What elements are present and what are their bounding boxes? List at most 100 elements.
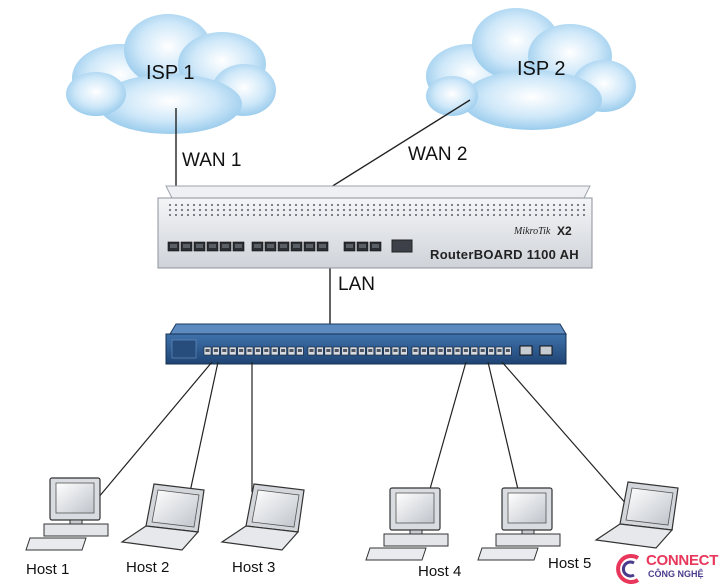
switch-port-pin xyxy=(205,349,210,352)
router-vent-hole xyxy=(408,203,412,207)
switch-port-pin xyxy=(264,349,269,352)
host2-label: Host 2 xyxy=(126,559,170,576)
router-vent-hole xyxy=(510,213,514,217)
router-vent-hole xyxy=(342,208,346,212)
router-vent-hole xyxy=(546,203,550,207)
router-vent-hole xyxy=(258,208,262,212)
router-vent-hole xyxy=(576,213,580,217)
router-port-pin xyxy=(293,244,300,248)
switch-port-pin xyxy=(430,349,435,352)
router-vent-hole xyxy=(498,203,502,207)
router-vent-hole xyxy=(438,213,442,217)
logo-text: CONNECT xyxy=(646,552,719,569)
router-vent-hole xyxy=(372,213,376,217)
router-vent-hole xyxy=(192,213,196,217)
router-vent-hole xyxy=(216,203,220,207)
switch-port-pin xyxy=(230,349,235,352)
switch-port-pin xyxy=(317,349,322,352)
switch-status-leds xyxy=(171,339,197,359)
router-vent-hole xyxy=(492,213,496,217)
router-vent-hole xyxy=(306,213,310,217)
router-vent-hole xyxy=(288,213,292,217)
router-port-pin xyxy=(306,244,313,248)
router-vent-hole xyxy=(294,203,298,207)
router-vent-hole xyxy=(432,208,436,212)
router-vent-hole xyxy=(414,208,418,212)
switch-port-pin xyxy=(343,349,348,352)
router-vent-hole xyxy=(234,203,238,207)
router-vent-hole xyxy=(372,203,376,207)
router-vent-hole xyxy=(480,203,484,207)
wan2-label: WAN 2 xyxy=(408,144,468,165)
router-port-pin xyxy=(235,244,242,248)
router-vent-hole xyxy=(180,208,184,212)
router-port-pin xyxy=(170,244,177,248)
router-vent-hole xyxy=(168,203,172,207)
host3-label: Host 3 xyxy=(232,559,276,576)
router-vent-hole xyxy=(276,208,280,212)
router-vent-hole xyxy=(570,213,574,217)
router-vent-hole xyxy=(354,208,358,212)
router-vent-hole xyxy=(228,208,232,212)
router-vent-hole xyxy=(474,203,478,207)
router-vent-hole xyxy=(462,203,466,207)
router-vent-hole xyxy=(450,203,454,207)
router-vent-hole xyxy=(486,213,490,217)
router-vent-hole xyxy=(168,213,172,217)
router-vent-hole xyxy=(306,203,310,207)
isp2-cloud xyxy=(426,8,636,130)
router-vent-hole xyxy=(564,213,568,217)
router-ports xyxy=(167,241,382,252)
router-vent-hole xyxy=(372,208,376,212)
router-vent-hole xyxy=(462,213,466,217)
router-vent-hole xyxy=(174,208,178,212)
switch-port-pin xyxy=(455,349,460,352)
switch-port-pin xyxy=(505,349,510,352)
router-vent-hole xyxy=(444,203,448,207)
router-vent-hole xyxy=(528,213,532,217)
router-vent-hole xyxy=(276,203,280,207)
router-vent-hole xyxy=(234,208,238,212)
router-vent-hole xyxy=(264,213,268,217)
router-vent-hole xyxy=(354,213,358,217)
switch-port-pin xyxy=(489,349,494,352)
host4-cable xyxy=(427,361,467,497)
switch-port-pin xyxy=(497,349,502,352)
router-vent-hole xyxy=(336,203,340,207)
switch-port-pin xyxy=(239,349,244,352)
router-vent-hole xyxy=(312,203,316,207)
connect-logo-icon xyxy=(616,554,640,584)
router-port-pin xyxy=(209,244,216,248)
switch-port-pin xyxy=(401,349,406,352)
router-vent-hole xyxy=(312,213,316,217)
router-vent-hole xyxy=(426,203,430,207)
router-vent-hole xyxy=(222,213,226,217)
host1-label: Host 1 xyxy=(26,561,70,578)
router-vent-hole xyxy=(252,208,256,212)
router-vent-hole xyxy=(366,203,370,207)
router-vent-hole xyxy=(360,213,364,217)
router-vent-hole xyxy=(258,203,262,207)
router-vent-hole xyxy=(246,213,250,217)
router-vent-hole xyxy=(426,208,430,212)
router-vent-hole xyxy=(378,213,382,217)
router-vent-hole xyxy=(330,203,334,207)
router-vent-hole xyxy=(282,208,286,212)
switch-uplink-2 xyxy=(539,345,553,356)
router-vent-hole xyxy=(450,213,454,217)
switch xyxy=(165,323,567,365)
router-vent-hole xyxy=(318,203,322,207)
router-vent-hole xyxy=(462,208,466,212)
router-vent-hole xyxy=(570,208,574,212)
wan1-label: WAN 1 xyxy=(182,150,242,171)
router-vent-hole xyxy=(570,203,574,207)
switch-port-pin xyxy=(376,349,381,352)
router-vent-hole xyxy=(222,203,226,207)
router-vent-hole xyxy=(468,203,472,207)
router-vent-hole xyxy=(324,203,328,207)
router-port-pin xyxy=(222,244,229,248)
router-vent-hole xyxy=(474,208,478,212)
router-vent-hole xyxy=(522,208,526,212)
router-vent-hole xyxy=(510,203,514,207)
router-vent-hole xyxy=(384,203,388,207)
